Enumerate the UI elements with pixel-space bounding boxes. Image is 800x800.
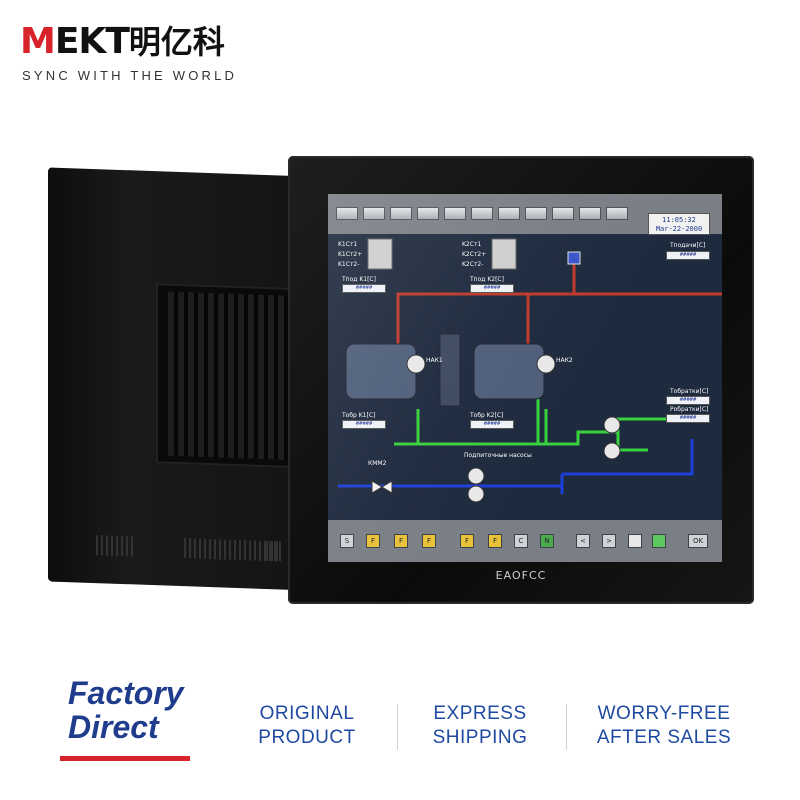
valve-icon[interactable] — [371, 480, 393, 494]
label-nak2: НАК2 — [556, 357, 573, 364]
logo-wordmark: MEKT明亿科 — [20, 20, 225, 64]
label-k1c2m: K1Ст2- — [338, 261, 360, 268]
accent-underline — [60, 756, 190, 761]
label-tobr-k2: Тобр K2[C] — [470, 412, 504, 419]
label-k2c2m: K2Ст2- — [462, 261, 484, 268]
hmi-clock: 11:05:32 Mar-22-2000 — [648, 213, 710, 235]
toolbar-button[interactable] — [579, 207, 601, 220]
feature-worry-free-after-sales: WORRY-FREE AFTER SALES — [596, 703, 732, 748]
label-k1c2p: K1Ст2+ — [338, 251, 363, 258]
heatsink — [156, 283, 304, 469]
label-tpodachi: Тподачи[C] — [670, 242, 706, 249]
toolbar-button[interactable] — [525, 207, 547, 220]
readout-tpod-k1: ##### — [342, 284, 386, 293]
toolbar-button[interactable] — [363, 207, 385, 220]
logo-chinese: 明亿科 — [128, 23, 225, 61]
clock-date: Mar-22-2000 — [655, 225, 703, 233]
label-tpod-k2: Тпод K2[C] — [470, 276, 504, 283]
readout-tobr-k2: ##### — [470, 420, 514, 429]
toolbar-next-button[interactable]: > — [602, 534, 616, 548]
label-k1c1: K1Ст1 — [338, 241, 358, 248]
label-k2c2p: K2Ст2+ — [462, 251, 487, 258]
toolbar-button[interactable] — [336, 207, 358, 220]
pump-icon[interactable] — [406, 354, 426, 374]
switch-panel[interactable] — [491, 238, 517, 270]
feature-original-product: ORIGINAL PRODUCT — [258, 703, 356, 748]
readout-tobratki: ##### — [666, 396, 710, 405]
toolbar-s-button[interactable]: S — [340, 534, 354, 548]
toolbar-button[interactable] — [390, 207, 412, 220]
factory-direct-badge: Factory Direct — [68, 676, 184, 744]
toolbar-f-button[interactable]: F — [488, 534, 502, 548]
clock-time: 11:05:32 — [662, 216, 696, 224]
toolbar-f-button[interactable]: F — [394, 534, 408, 548]
monitor-front-view: 11:05:32 Mar-22-2000 — [288, 156, 754, 604]
pump-icon[interactable] — [467, 467, 485, 485]
label-kmm2: КММ2 — [368, 460, 387, 467]
toolbar-button[interactable] — [471, 207, 493, 220]
toolbar-button[interactable] — [606, 207, 628, 220]
pump-icon[interactable] — [603, 442, 621, 460]
logo-tagline: SYNC WITH THE WORLD — [22, 68, 238, 83]
toolbar-prev-button[interactable]: < — [576, 534, 590, 548]
pump-icon[interactable] — [603, 416, 621, 434]
toolbar-green-button[interactable] — [652, 534, 666, 548]
pump-icon[interactable] — [467, 485, 485, 503]
toolbar-f-button[interactable]: F — [422, 534, 436, 548]
toolbar-button[interactable] — [552, 207, 574, 220]
hmi-screen: 11:05:32 Mar-22-2000 — [328, 194, 722, 562]
feature-express-shipping: EXPRESS SHIPPING — [432, 703, 528, 748]
readout-robratki: ##### — [666, 414, 710, 423]
label-nak1: НАК1 — [426, 357, 443, 364]
vent-grille — [96, 535, 134, 557]
bezel-brand: EAOFCC — [495, 569, 547, 582]
divider — [397, 704, 398, 750]
switch-panel[interactable] — [367, 238, 393, 270]
monitor-back-view — [48, 167, 310, 591]
divider — [566, 704, 567, 750]
toolbar-n-button[interactable]: N — [540, 534, 554, 548]
label-k2c1: K2Ст1 — [462, 241, 482, 248]
toolbar-f-button[interactable]: F — [460, 534, 474, 548]
label-tpod-k1: Тпод K1[C] — [342, 276, 376, 283]
label-robratki: Робратки[C] — [670, 406, 709, 413]
readout-tpodachi: ##### — [666, 251, 710, 260]
pump-icon[interactable] — [536, 354, 556, 374]
logo-letters: EKT — [54, 21, 130, 62]
toolbar-blank-button[interactable] — [628, 534, 642, 548]
direct-line: Direct — [68, 709, 159, 745]
toolbar-button[interactable] — [444, 207, 466, 220]
label-pumps: Подпиточные насосы — [464, 452, 532, 459]
readout-tobr-k1: ##### — [342, 420, 386, 429]
toolbar-button[interactable] — [417, 207, 439, 220]
toolbar-button[interactable] — [498, 207, 520, 220]
boiler-tank — [345, 343, 417, 400]
process-diagram — [338, 238, 722, 503]
hmi-top-toolbar: 11:05:32 Mar-22-2000 — [328, 194, 722, 235]
hmi-bottom-toolbar: S F F F F F C N < > OK — [328, 520, 722, 562]
label-tobratki: Тобратки[C] — [670, 388, 709, 395]
valve-icon[interactable] — [567, 251, 581, 265]
logo-letter-m: M — [20, 21, 56, 62]
toolbar-c-button[interactable]: C — [514, 534, 528, 548]
factory-line: Factory — [68, 675, 184, 711]
vent-grille — [266, 541, 280, 562]
brand-logo: MEKT明亿科 SYNC WITH THE WORLD — [20, 20, 260, 90]
label-tobr-k1: Тобр K1[C] — [342, 412, 376, 419]
toolbar-f-button[interactable]: F — [366, 534, 380, 548]
boiler-tank — [473, 343, 545, 400]
toolbar-ok-button[interactable]: OK — [688, 534, 708, 548]
readout-tpod-k2: ##### — [470, 284, 514, 293]
